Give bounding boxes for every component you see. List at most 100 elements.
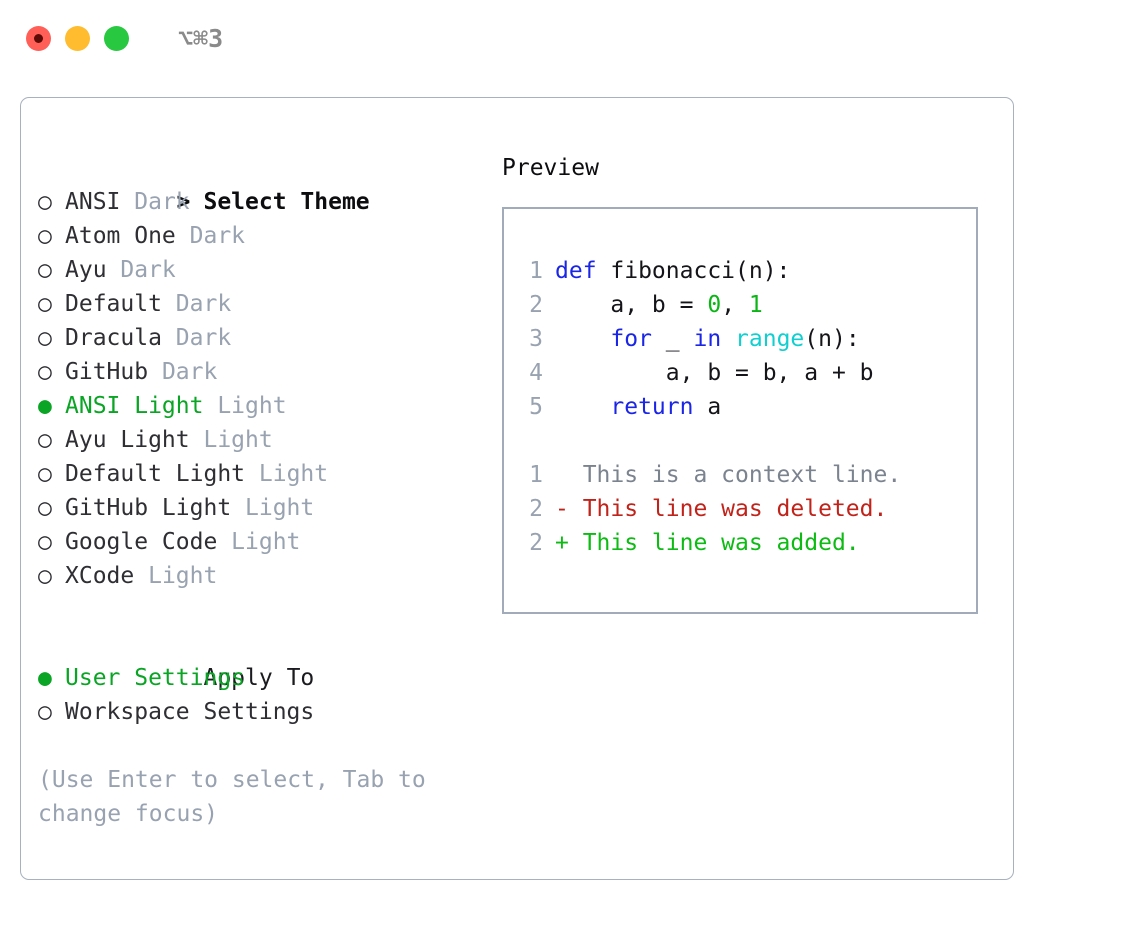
line-number: 2 xyxy=(529,496,543,522)
code-token: fibonacci(n): xyxy=(596,258,791,284)
radio-unselected-icon: ○ xyxy=(38,189,52,215)
theme-option-ansi-light[interactable]: ● ANSI Light Light xyxy=(38,389,478,423)
code-line: 1 def fibonacci(n): xyxy=(519,254,874,288)
code-token: , xyxy=(721,292,749,318)
theme-option-xcode[interactable]: ○ XCode Light xyxy=(38,559,478,593)
code-token: def xyxy=(555,258,597,284)
minimize-button[interactable] xyxy=(65,25,90,51)
line-number: 1 xyxy=(529,258,543,284)
apply-to-title: Apply To xyxy=(38,627,478,691)
radio-unselected-icon: ○ xyxy=(38,223,52,249)
diff-line-text: + This line was added. xyxy=(555,530,860,556)
line-number: 5 xyxy=(529,394,543,420)
code-token: a, b = b, a + b xyxy=(555,360,874,386)
code-token xyxy=(555,394,610,420)
theme-variant-badge: Light xyxy=(217,393,287,419)
theme-option-label: XCode xyxy=(65,563,149,589)
code-token: a xyxy=(693,394,722,420)
prompt-caret-icon: > xyxy=(176,189,191,215)
radio-unselected-icon: ○ xyxy=(38,291,52,317)
theme-variant-badge: Light xyxy=(231,529,301,555)
theme-variant-badge: Light xyxy=(245,495,315,521)
code-token xyxy=(721,326,735,352)
diff-line-add: 2+ This line was added. xyxy=(519,526,901,560)
code-line: 4 a, b = b, a + b xyxy=(519,356,874,390)
code-token: return xyxy=(610,394,694,420)
code-token: 0 xyxy=(707,292,722,318)
theme-option-github-light[interactable]: ○ GitHub Light Light xyxy=(38,491,478,525)
diff-line-text: - This line was deleted. xyxy=(555,496,888,522)
code-token: _ xyxy=(651,326,694,352)
window-controls xyxy=(26,25,129,51)
theme-option-ansi[interactable]: ○ANSI Dark xyxy=(38,185,478,219)
radio-unselected-icon: ○ xyxy=(38,325,52,351)
theme-option-label: Default xyxy=(65,291,176,317)
main-panel: >Select Theme ○ANSI Dark○Atom One Dark○A… xyxy=(20,97,1014,880)
radio-unselected-icon: ○ xyxy=(38,529,52,555)
theme-option-label: ANSI Light xyxy=(65,393,218,419)
theme-option-default-light[interactable]: ○ Default Light Light xyxy=(38,457,478,491)
radio-unselected-icon: ○ xyxy=(38,461,52,487)
preview-box: 1 def fibonacci(n): 2 a, b = 0, 1 3 for _ i… xyxy=(502,207,978,614)
theme-variant-badge: Dark xyxy=(120,257,176,283)
code-token: (n): xyxy=(804,326,860,352)
line-number: 4 xyxy=(529,360,543,386)
maximize-button[interactable] xyxy=(104,25,129,51)
radio-selected-icon: ● xyxy=(38,393,52,419)
theme-option-label: ANSI xyxy=(65,189,135,215)
theme-variant-badge: Dark xyxy=(175,325,232,351)
theme-variant-badge: Dark xyxy=(189,223,246,249)
keyboard-shortcut-label: ⌥⌘3 xyxy=(178,23,224,53)
theme-selector-column: >Select Theme ○ANSI Dark○Atom One Dark○A… xyxy=(38,151,478,831)
theme-option-dracula[interactable]: ○ Dracula Dark xyxy=(38,321,478,355)
apply-to-option-label: Workspace Settings xyxy=(65,699,315,725)
theme-option-label: GitHub Light xyxy=(65,495,246,521)
line-number: 1 xyxy=(529,462,543,488)
theme-option-default[interactable]: ○Default Dark xyxy=(38,287,478,321)
diff-sample: 1 This is a context line. 2 - This line wa… xyxy=(519,458,901,560)
theme-option-label: Ayu xyxy=(65,257,121,283)
radio-unselected-icon: ○ xyxy=(38,699,52,725)
radio-unselected-icon: ○ xyxy=(38,563,52,589)
close-button[interactable] xyxy=(26,25,51,51)
theme-option-atom-one[interactable]: ○ Atom One Dark xyxy=(38,219,478,253)
diff-line-text: This is a context line. xyxy=(555,462,902,488)
theme-option-label: Default Light xyxy=(65,461,259,487)
line-number: 3 xyxy=(529,326,543,352)
theme-option-label: GitHub xyxy=(65,359,162,385)
code-sample: 1 def fibonacci(n): 2 a, b = 0, 1 3 for _ i… xyxy=(519,254,874,424)
theme-variant-badge: Light xyxy=(203,427,273,453)
radio-unselected-icon: ○ xyxy=(38,359,52,385)
code-token: range xyxy=(735,326,805,352)
list-spacer xyxy=(38,593,478,627)
code-token xyxy=(555,326,610,352)
code-line: 2 a, b = 0, 1 xyxy=(519,288,874,322)
code-token: 1 xyxy=(748,292,763,318)
radio-unselected-icon: ○ xyxy=(38,257,52,283)
theme-variant-badge: Dark xyxy=(161,359,218,385)
apply-to-option-user-settings[interactable]: ●User Settings xyxy=(38,661,478,695)
code-token: for xyxy=(610,326,652,352)
theme-option-ayu[interactable]: ○ Ayu Dark xyxy=(38,253,478,287)
theme-list-heading: >Select Theme xyxy=(38,151,478,215)
theme-option-github[interactable]: ○ GitHub Dark xyxy=(38,355,478,389)
theme-list: ○ ANSI Dark ○ Atom One Dark ○ Ayu Dark ○ Defaul… xyxy=(38,185,478,593)
radio-unselected-icon: ○ xyxy=(38,427,52,453)
theme-option-google-code[interactable]: ○ Google Code Light xyxy=(38,525,478,559)
line-number: 2 xyxy=(529,292,543,318)
theme-option-label: Atom One xyxy=(65,223,190,249)
theme-variant-badge: Light xyxy=(258,461,329,487)
code-token: in xyxy=(693,326,722,352)
radio-unselected-icon: ○ xyxy=(38,495,52,521)
theme-option-ayu-light[interactable]: ○Ayu Light Light xyxy=(38,423,478,457)
apply-to-option-workspace-settings[interactable]: ○ Workspace Settings xyxy=(38,695,478,729)
apply-to-label: Apply To xyxy=(203,665,315,691)
code-token: a, b = xyxy=(555,292,708,318)
theme-option-label: Dracula xyxy=(65,325,176,351)
preview-title: Preview xyxy=(502,155,599,181)
radio-selected-icon: ● xyxy=(38,665,52,691)
theme-variant-badge: Light xyxy=(148,563,218,589)
apply-to-list: ●User Settings ○ Workspace Settings xyxy=(38,661,478,729)
theme-option-label: Google Code xyxy=(65,529,232,555)
